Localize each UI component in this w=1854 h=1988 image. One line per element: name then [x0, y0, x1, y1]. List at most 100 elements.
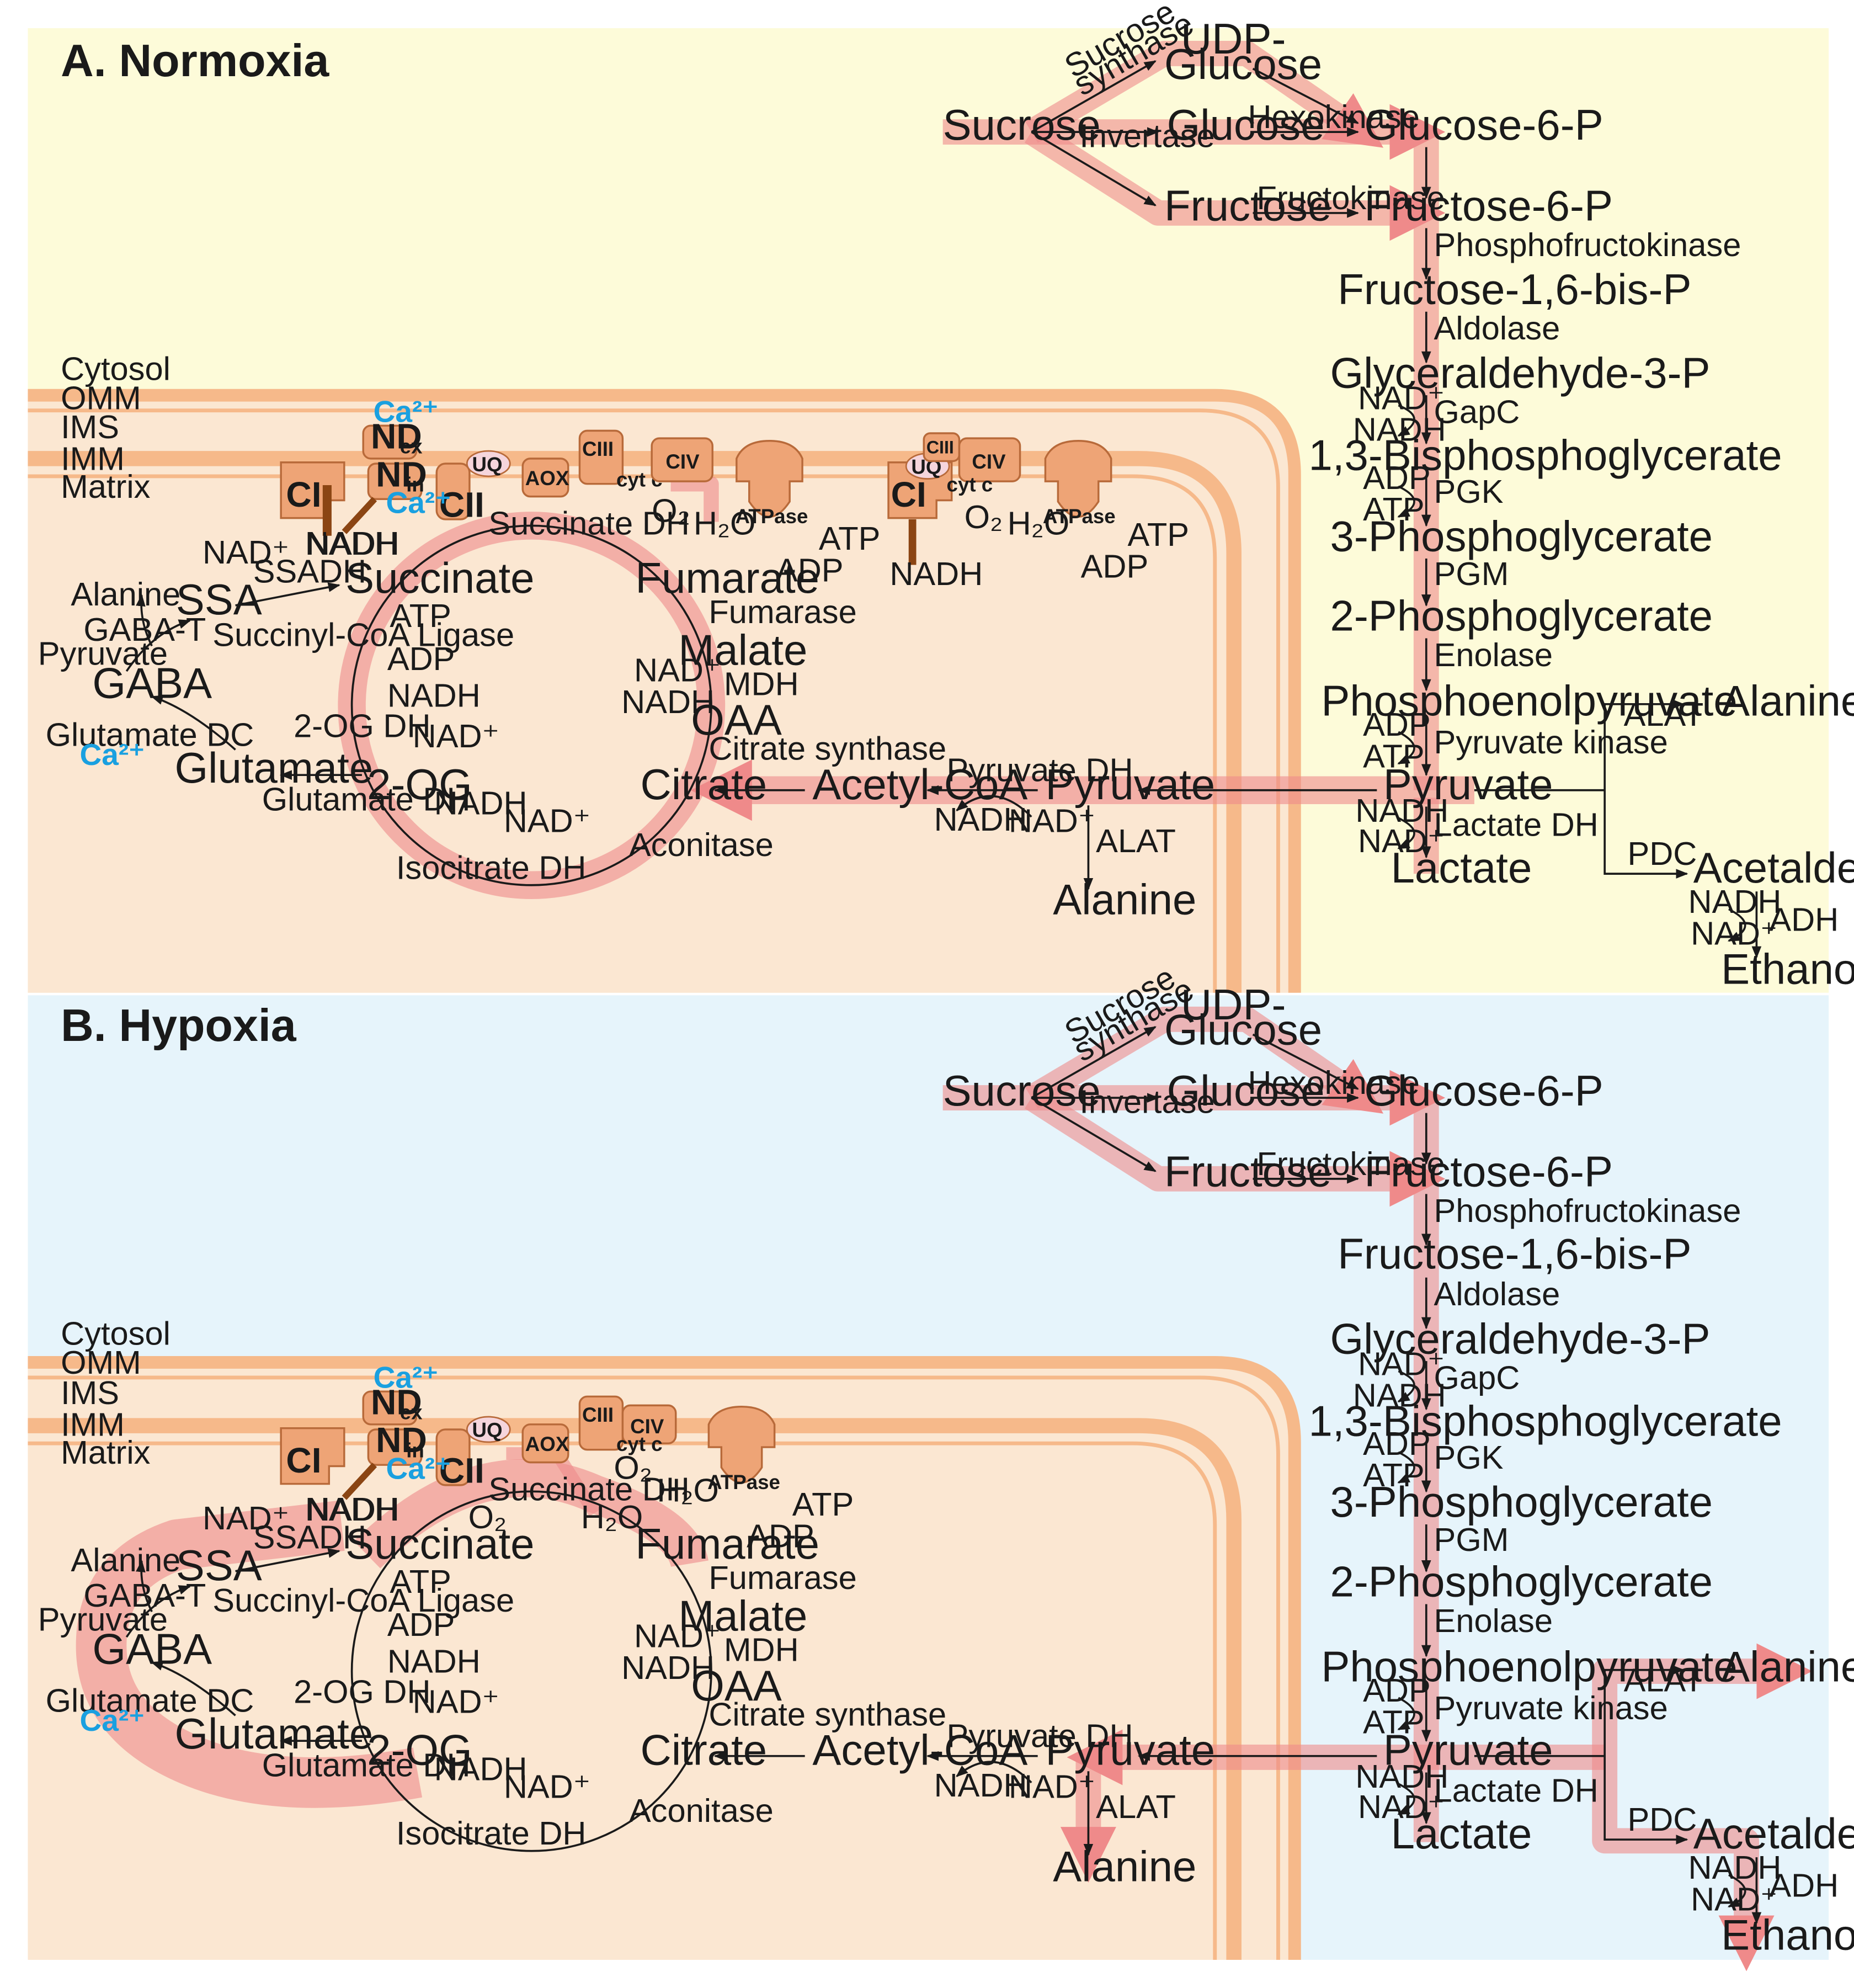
enzyme-succinyl-coa-ligase: Succinyl-CoA Ligase [212, 1582, 514, 1619]
calcium-ion: Ca²⁺ [374, 1360, 439, 1394]
enzyme-hexokinase: Hexokinase [1248, 1064, 1420, 1101]
acetyl-coa: Acetyl-CoA [812, 1726, 1027, 1774]
succinate: Succinate [345, 554, 534, 602]
civ-label: CIV [665, 450, 700, 473]
sucrose: Sucrose [943, 100, 1101, 149]
mitochondrion [28, 1356, 1301, 1960]
cofactor-nad: NAD⁺ [1358, 1788, 1445, 1825]
tca-cycle: Citrate OAA Malate Fumarate Succinate 2-… [212, 1470, 946, 1852]
enzyme-pgk: PGK [1434, 1439, 1504, 1476]
enzyme-fumarase: Fumarase [708, 593, 856, 630]
panel-hypoxia: B. Hypoxia Cytosol OMM IMS IMM Matrix [28, 959, 1854, 1971]
cofactor-nadh: NADH [305, 1491, 398, 1528]
cofactor-atp: ATP [819, 520, 881, 557]
pyruvate-gaba: Pyruvate [38, 635, 168, 672]
cofactor-adp: ADP [387, 640, 455, 677]
3-phosphoglycerate: 3-Phosphoglycerate [1330, 512, 1713, 560]
cofactor-nadh: NADH [1353, 1377, 1446, 1414]
cofactor-atp: ATP [792, 1486, 854, 1523]
pyruvate-cytosol: Pyruvate [1383, 1726, 1553, 1774]
label-cytosol: Cytosol [61, 350, 171, 387]
enzyme-fructokinase: Fructokinase [1256, 1145, 1445, 1182]
nadh-pipe [342, 1463, 377, 1500]
enzyme-isocitrate-dh: Isocitrate DH [396, 1815, 587, 1852]
panel-title: B. Hypoxia [61, 1000, 297, 1051]
ethanol: Ethanol [1721, 1911, 1854, 1959]
nd-ex [362, 1390, 418, 1426]
malate: Malate [678, 626, 807, 674]
enzyme-alat-matrix: ALAT [1096, 1788, 1176, 1825]
nd-ex [362, 424, 418, 460]
label-omm: OMM [61, 1344, 141, 1381]
cofactor-nad: NAD⁺ [203, 1500, 289, 1537]
pyruvate-matrix: Pyruvate [1045, 1726, 1215, 1774]
cofactor-nad: NAD⁺ [504, 802, 590, 839]
cofactor-atp: ATP [1128, 516, 1190, 553]
fructose: Fructose [1164, 1147, 1331, 1196]
nd-ex-label: ND [371, 416, 422, 456]
enzyme-lactate-dh: Lactate DH [1434, 806, 1599, 843]
bisphosphoglycerate: 1,3-Bisphosphoglycerate [1308, 1396, 1782, 1445]
enzyme-succinate-dh: Succinate DH [488, 504, 690, 541]
atp-synthase [707, 1405, 776, 1484]
citrate: Citrate [641, 760, 768, 809]
nd-in-sub: in [406, 1439, 424, 1461]
fructose-1-6-bis-p: Fructose-1,6-bis-P [1338, 265, 1691, 313]
complex-iv [621, 1404, 677, 1444]
aox-label: AOX [525, 1433, 569, 1455]
acetaldehyde: Acetaldehyde [1693, 843, 1854, 892]
panel-title: A. Normoxia [61, 35, 329, 86]
cofactor-atp: ATP [1363, 737, 1425, 774]
lactate: Lactate [1391, 1809, 1532, 1858]
enzyme-succinate-dh: Succinate DH [488, 1470, 690, 1507]
pyruvate-matrix: Pyruvate [1045, 760, 1215, 809]
enzyme-enolase: Enolase [1434, 636, 1553, 673]
enzyme-pdc: PDC [1627, 835, 1697, 872]
complex-iv [651, 437, 713, 482]
label-imm: IMM [61, 440, 125, 477]
cofactor-nad: NAD⁺ [1358, 822, 1445, 859]
cofactor-nad: NAD⁺ [1358, 379, 1445, 416]
enzyme-lactate-dh: Lactate DH [1434, 1772, 1599, 1809]
udp-glucose-line2: Glucose [1164, 1006, 1322, 1054]
fructose-1-6-bis-p: Fructose-1,6-bis-P [1338, 1230, 1691, 1278]
glutamate: Glutamate [175, 1709, 374, 1758]
ubiquinone [466, 1416, 511, 1443]
enzyme-ssadh: SSADH [253, 1519, 366, 1556]
nd-in-label: ND [376, 1420, 427, 1460]
glycolysis-arrows [1031, 60, 1762, 959]
enzyme-glutamate-dc: Glutamate DC [46, 716, 254, 753]
enzyme-gapc: GapC [1434, 394, 1520, 430]
tca-cycle: Citrate OAA Malate Fumarate Succinate 2-… [212, 504, 946, 886]
ethanol: Ethanol [1721, 945, 1854, 993]
enzyme-enolase: Enolase [1434, 1602, 1553, 1639]
cofactor-nad: NAD⁺ [1691, 915, 1777, 952]
cofactor-nadh: NADH [306, 1491, 399, 1528]
cofactor-h2o: H₂O [694, 504, 756, 541]
enzyme-succinyl-coa-ligase: Succinyl-CoA Ligase [212, 616, 514, 653]
label-ims: IMS [61, 1374, 119, 1411]
cofactor-nadh: NADH [621, 1649, 715, 1686]
cofactor-nadh: NADH [1355, 792, 1448, 829]
calcium-ion: Ca²⁺ [374, 394, 439, 428]
panel-normoxia: A. Normoxia Cytosol OMM IMS IMM Matrix S… [28, 0, 1854, 993]
enzyme-adh: ADH [1769, 1867, 1839, 1904]
atp-synthase [1044, 440, 1112, 518]
bisphosphoglycerate: 1,3-Bisphosphoglycerate [1308, 430, 1782, 479]
cyt-c-label: cyt c [947, 473, 993, 496]
cofactor-nad: NAD⁺ [634, 652, 721, 689]
enzyme-ssadh: SSADH [253, 553, 366, 590]
cofactor-nadh: NADH [934, 801, 1027, 838]
nd-in-label: ND [376, 454, 427, 494]
nadh-pipe [322, 485, 332, 536]
label-imm: IMM [61, 1406, 125, 1443]
enzyme-fructokinase: Fructokinase [1256, 179, 1445, 216]
matrix-arrows [713, 1751, 1094, 1856]
cofactor-nadh: NADH [305, 525, 398, 562]
enzyme-invertase: Invertase [1079, 1083, 1214, 1120]
nadh-pipe [342, 497, 377, 534]
uq-label: UQ [472, 453, 502, 476]
cofactor-adp: ADP [1363, 1425, 1431, 1462]
cofactor-nadh: NADH [306, 525, 399, 562]
civ-label: CIV [630, 1415, 664, 1438]
